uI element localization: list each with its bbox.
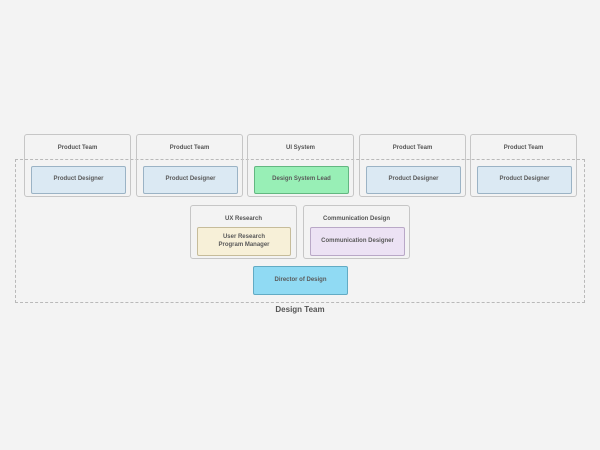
communication-design-group: Communication Design Communication Desig…	[303, 205, 410, 259]
product-team-group-1: Product Team Product Designer	[24, 134, 131, 197]
product-team-group-4-title: Product Team	[503, 145, 544, 151]
ui-system-group-title: UI System	[285, 145, 315, 151]
product-team-group-2: Product Team Product Designer	[136, 134, 243, 197]
product-team-group-4: Product Team Product Designer	[470, 134, 577, 197]
ux-research-group: UX Research User Research Program Manage…	[190, 205, 297, 259]
product-designer-role-2: Product Designer	[143, 166, 238, 194]
product-team-group-3-title: Product Team	[392, 145, 433, 151]
product-team-group-1-title: Product Team	[57, 145, 98, 151]
ui-system-group: UI System Design System Lead	[247, 134, 354, 197]
design-system-lead-role: Design System Lead	[254, 166, 349, 194]
product-team-group-3: Product Team Product Designer	[359, 134, 466, 197]
communication-designer-role: Communication Designer	[310, 227, 405, 256]
design-team-frame	[15, 159, 585, 303]
director-of-design-role: Director of Design	[253, 266, 348, 295]
product-designer-role-3: Product Designer	[366, 166, 461, 194]
product-team-group-2-title: Product Team	[169, 145, 210, 151]
product-designer-role-1: Product Designer	[31, 166, 126, 194]
communication-design-group-title: Communication Design	[322, 216, 390, 222]
ux-research-group-title: UX Research	[224, 216, 263, 222]
user-research-program-manager-role: User Research Program Manager	[197, 227, 291, 256]
design-team-label: Design Team	[275, 305, 325, 314]
product-designer-role-4: Product Designer	[477, 166, 572, 194]
